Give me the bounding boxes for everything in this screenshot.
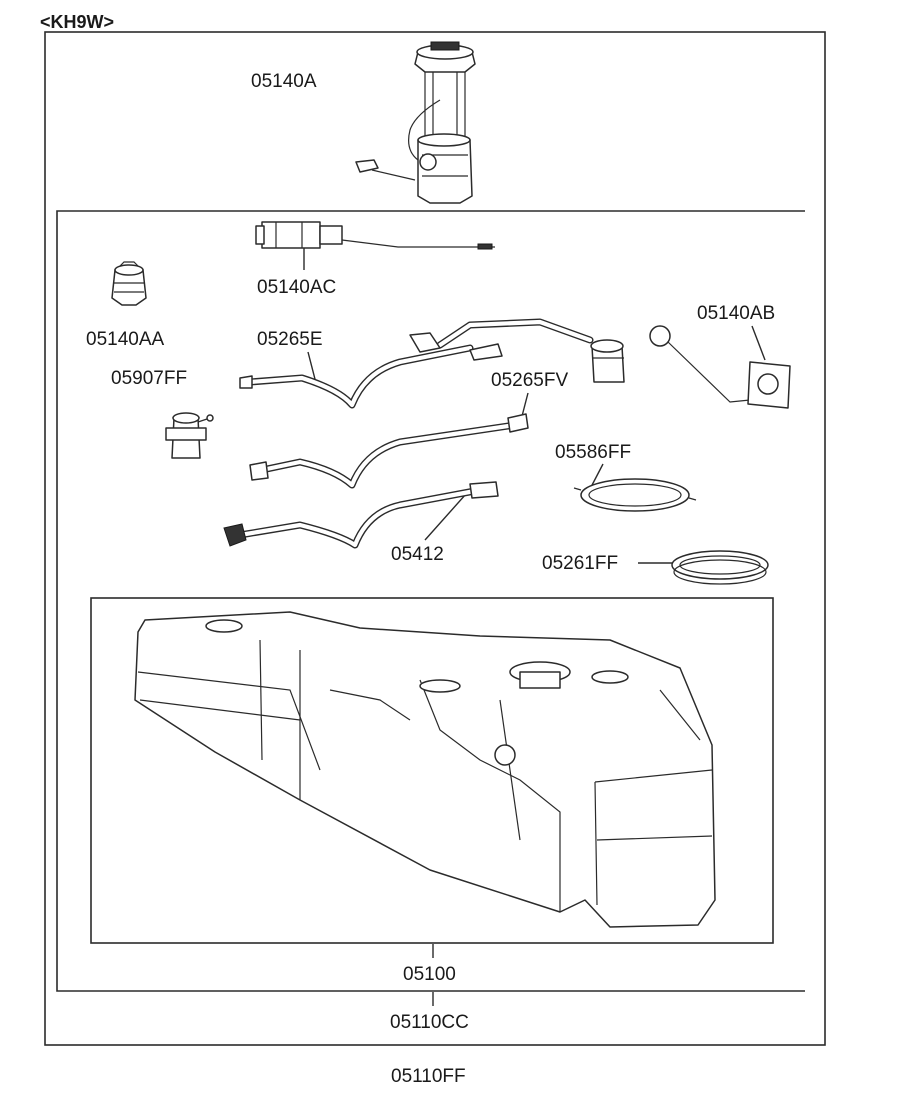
outer-frame bbox=[44, 31, 826, 1046]
label-05140ab: 05140AB bbox=[697, 303, 775, 324]
label-05265e: 05265E bbox=[257, 329, 323, 350]
pump-motor-drawing bbox=[255, 221, 495, 250]
gasket-drawing bbox=[573, 478, 697, 512]
hose-05265e-drawing bbox=[239, 318, 594, 409]
label-05907ff: 05907FF bbox=[111, 368, 187, 389]
header-code: <KH9W> bbox=[40, 12, 114, 32]
vent-valve-drawing bbox=[590, 339, 625, 383]
label-05140ac: 05140AC bbox=[257, 277, 336, 298]
fuel-tank-drawing bbox=[134, 611, 716, 928]
inner-frame bbox=[56, 210, 805, 992]
hose-05265fv-drawing bbox=[249, 413, 529, 489]
leader-05140ab bbox=[751, 325, 766, 361]
filter-drawing bbox=[165, 412, 214, 459]
label-05586ff: 05586FF bbox=[555, 442, 631, 463]
label-05265fv: 05265FV bbox=[491, 370, 568, 391]
cap-drawing bbox=[111, 261, 147, 306]
label-05140a: 05140A bbox=[251, 71, 317, 92]
leader-05412 bbox=[424, 493, 467, 541]
lock-ring-drawing bbox=[671, 550, 769, 585]
label-05261ff: 05261FF bbox=[542, 553, 618, 574]
label-05100: 05100 bbox=[403, 964, 456, 985]
label-05110cc: 05110CC bbox=[390, 1012, 469, 1033]
hose-05412-drawing bbox=[223, 481, 499, 549]
label-05110ff: 05110FF bbox=[391, 1066, 466, 1087]
leader-05265e bbox=[307, 351, 317, 384]
level-sender-drawing bbox=[649, 325, 791, 409]
fuel-pump-assembly-drawing bbox=[355, 41, 476, 204]
label-05412: 05412 bbox=[391, 544, 444, 565]
tank-frame bbox=[90, 597, 774, 944]
label-05140aa: 05140AA bbox=[86, 329, 165, 350]
